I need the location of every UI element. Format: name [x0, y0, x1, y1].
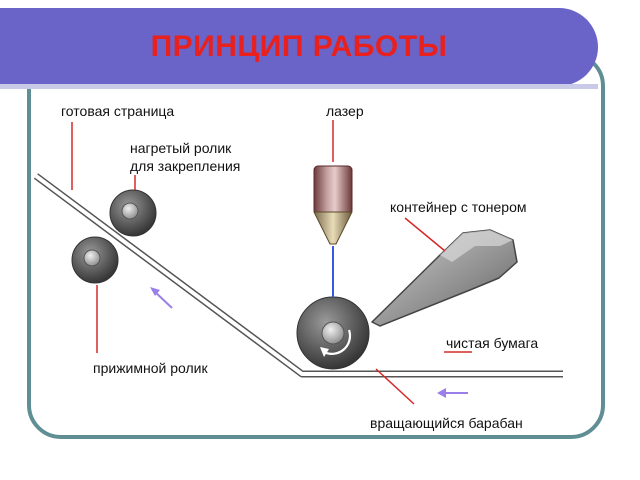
- label-pressure-roller: прижимной ролик: [93, 360, 208, 376]
- callout-lines: [71, 120, 472, 405]
- page-title: ПРИНЦИП РАБОТЫ: [150, 30, 448, 63]
- label-toner-container: контейнер с тонером: [390, 199, 527, 215]
- pressure-roller: [71, 236, 119, 284]
- title-banner-shadow: [0, 84, 598, 89]
- label-heated-roller-2: для закрепления: [130, 158, 240, 174]
- laser-unit: [313, 165, 353, 297]
- motion-arrows: [150, 287, 468, 398]
- label-ready-page: готовая страница: [61, 103, 174, 119]
- paper-path: [33, 173, 563, 378]
- label-heated-roller-1: нагретый ролик: [130, 140, 232, 156]
- paper-feed-arrow-icon: [437, 388, 446, 398]
- rotating-drum: [296, 296, 370, 370]
- label-clean-paper: чистая бумага: [446, 335, 538, 351]
- title-banner: [0, 8, 598, 86]
- paper-direction-arrow-icon: [150, 287, 160, 296]
- label-laser: лазер: [326, 103, 364, 119]
- toner-container: [371, 229, 518, 327]
- label-rotating-drum: вращающийся барабан: [370, 415, 523, 431]
- heated-roller: [109, 189, 157, 237]
